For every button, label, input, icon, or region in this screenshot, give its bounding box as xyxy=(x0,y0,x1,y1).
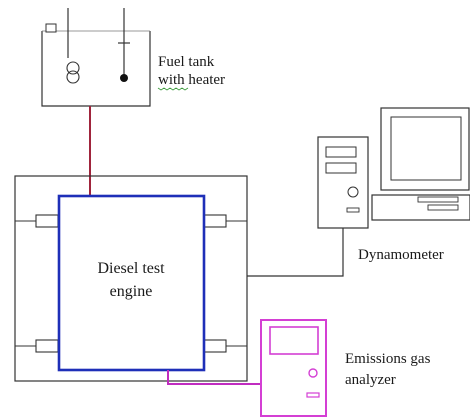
spellcheck-underline xyxy=(157,87,189,91)
fuel-tank xyxy=(41,8,151,107)
dynamometer-line xyxy=(247,228,344,277)
diesel-engine-box xyxy=(57,194,206,372)
engine-label-line1: Diesel test xyxy=(97,260,165,277)
analyzer-label-line2: analyzer xyxy=(345,372,396,388)
analyzer-label-line1: Emissions gas xyxy=(345,351,431,367)
fuel-tank-label-line1: Fuel tank xyxy=(158,54,215,70)
gas-analyzer-icon xyxy=(260,319,327,417)
fuel-tank-label-line2: with heater xyxy=(158,72,225,88)
dynamometer-label: Dynamometer xyxy=(358,247,444,263)
engine-mount-frame xyxy=(14,175,248,382)
engine-label-line2: engine xyxy=(110,283,153,300)
thermocouple-bulb-icon xyxy=(120,74,128,82)
analyzer-line xyxy=(167,370,261,385)
heater-coil-icon xyxy=(66,42,80,84)
desktop-computer-icon xyxy=(317,107,470,229)
